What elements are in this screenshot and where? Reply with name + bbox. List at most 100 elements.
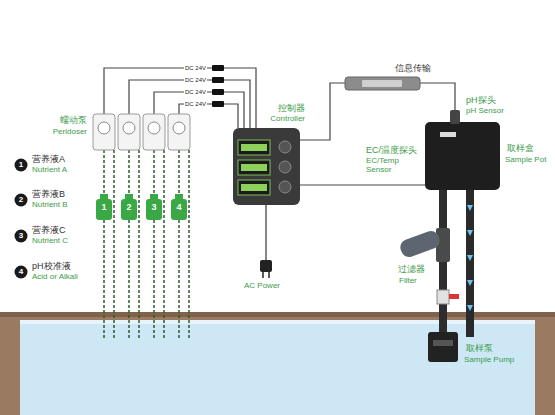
dc-plug bbox=[212, 65, 224, 71]
node-heading: 取样盒 bbox=[507, 144, 534, 154]
tube bbox=[113, 150, 115, 340]
node-heading: 信息传输 bbox=[395, 64, 431, 74]
callout-number: 2 bbox=[15, 194, 27, 206]
cable bbox=[300, 83, 345, 140]
sample-pot: 取样盒Sample Pot bbox=[425, 122, 500, 190]
filter-body bbox=[398, 228, 450, 262]
bottle: 2 bbox=[121, 196, 137, 220]
button bbox=[279, 181, 291, 193]
controller-body bbox=[233, 128, 300, 205]
label: 营养液B bbox=[32, 190, 65, 200]
label: Acid or Alkali bbox=[32, 273, 78, 282]
sensor-label: pH探头 bbox=[466, 96, 496, 106]
pump-head bbox=[93, 114, 115, 150]
callout-number: 4 bbox=[15, 266, 27, 278]
dosing-tube bbox=[153, 150, 155, 196]
node-heading: 控制器 bbox=[278, 104, 305, 114]
water-pipe bbox=[439, 190, 447, 228]
tube bbox=[153, 220, 155, 340]
bottle: 4 bbox=[171, 196, 187, 220]
plug-prong bbox=[262, 272, 264, 278]
valve-handle bbox=[449, 294, 459, 299]
sensor-label: EC/温度探头 bbox=[366, 146, 417, 156]
filter: 过滤器Filter bbox=[398, 228, 452, 262]
sensor-label: EC/Temp Sensor bbox=[366, 157, 406, 175]
number-circle bbox=[15, 194, 28, 207]
sample-pump: 取样泵Sample Pump bbox=[428, 332, 458, 362]
label: Nutrient A bbox=[32, 166, 67, 175]
button bbox=[279, 161, 291, 173]
node-heading: 3 bbox=[146, 203, 162, 213]
button bbox=[279, 141, 291, 153]
dosing-tubes bbox=[104, 150, 189, 340]
flow-arrow bbox=[467, 205, 473, 211]
tube bbox=[188, 150, 190, 340]
bottle bbox=[146, 199, 162, 220]
node-subheading: Filter bbox=[399, 277, 417, 286]
ac-cable bbox=[265, 205, 266, 261]
node-heading: 1 bbox=[96, 203, 112, 213]
flow-arrow bbox=[467, 230, 473, 236]
voltage-label: DC 24V bbox=[184, 101, 207, 108]
node-subheading: Peridoser bbox=[53, 128, 87, 137]
nutrient-bottles bbox=[96, 194, 187, 220]
bottle bbox=[121, 199, 137, 220]
label: 营养液C bbox=[32, 226, 66, 236]
voltage-label: DC 24V bbox=[184, 65, 207, 72]
pump-head bbox=[118, 114, 140, 150]
pump-head bbox=[168, 114, 190, 150]
voltage-label: DC 24V bbox=[184, 77, 207, 84]
ph-probe bbox=[450, 110, 460, 124]
cable bbox=[300, 184, 425, 185]
water-tank bbox=[20, 320, 535, 415]
node-heading: 过滤器 bbox=[398, 265, 425, 275]
dc-plugs bbox=[212, 65, 224, 107]
number-circles bbox=[15, 159, 28, 279]
sensor-label: pH Sensor bbox=[466, 107, 504, 116]
valve bbox=[437, 290, 449, 304]
node-heading: 4 bbox=[171, 203, 187, 213]
pump-rotor bbox=[123, 122, 135, 134]
label: 营养液A bbox=[32, 155, 65, 165]
flow-arrow bbox=[467, 255, 473, 261]
screen bbox=[238, 180, 270, 195]
label: Nutrient C bbox=[32, 237, 68, 246]
label: Nutrient B bbox=[32, 201, 68, 210]
dc-plug bbox=[212, 101, 224, 107]
node-subheading: Controller bbox=[270, 115, 305, 124]
tube bbox=[138, 150, 140, 340]
transmitter-box bbox=[345, 77, 420, 90]
pump-head bbox=[143, 114, 165, 150]
transmitter: 信息传输 bbox=[345, 77, 420, 90]
logo-plate bbox=[440, 132, 456, 137]
return-tube bbox=[466, 190, 474, 337]
screen bbox=[238, 160, 270, 175]
transmitter-panel bbox=[362, 80, 402, 87]
dosing-tube bbox=[103, 150, 105, 196]
screen-digits bbox=[241, 164, 267, 171]
screen-digits bbox=[241, 184, 267, 191]
pump-rotor bbox=[98, 122, 110, 134]
dosing-tube bbox=[128, 150, 130, 196]
dc-plug bbox=[212, 77, 224, 83]
flow-arrow bbox=[467, 280, 473, 286]
sample-pot-body bbox=[425, 122, 500, 190]
flow-arrows bbox=[467, 205, 473, 311]
flow-arrow bbox=[467, 305, 473, 311]
tube bbox=[103, 220, 105, 340]
pump-rotor bbox=[173, 122, 185, 134]
controller-case bbox=[233, 128, 300, 205]
callout-number: 3 bbox=[15, 230, 27, 242]
voltage-label: DC 24V bbox=[184, 89, 207, 96]
number-circle bbox=[15, 159, 28, 172]
tube bbox=[128, 220, 130, 340]
pump-vent bbox=[433, 340, 453, 346]
controller: 控制器Controller bbox=[233, 128, 300, 205]
bottle bbox=[96, 199, 112, 220]
power-label: AC Power bbox=[244, 282, 280, 291]
sample-pump-body bbox=[428, 332, 458, 362]
node-heading: 蠕动泵 bbox=[60, 116, 87, 126]
dc-plug bbox=[212, 89, 224, 95]
cable bbox=[420, 83, 455, 122]
pump-rotor bbox=[148, 122, 160, 134]
